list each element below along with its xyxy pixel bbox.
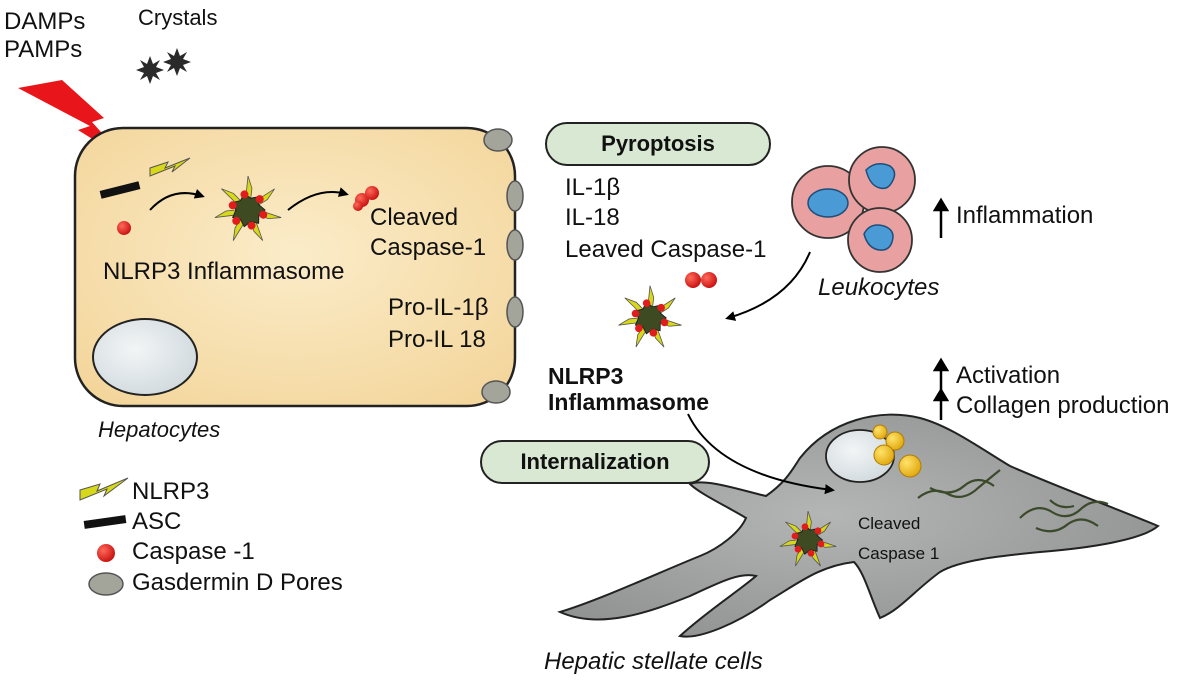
up-arrow-icon [932,387,950,420]
caspase-dot [657,303,665,312]
collagen-label: Collagen production [956,392,1170,419]
legend-asc-icon [83,515,127,529]
damps-label: DAMPs [4,8,86,35]
hepatocytes-label: Hepatocytes [98,417,221,442]
pro-il18-label: Pro-IL 18 [388,326,486,353]
up-arrow-icon [932,197,950,238]
lipid-droplets-icon [872,424,922,478]
caspase-dot [232,216,241,225]
caspase1-label: Caspase-1 [370,234,487,261]
nlrp3-released-line1: NLRP3 [548,363,624,389]
inflammation-label: Inflammation [956,202,1094,229]
internalization-badge: Internalization [480,440,710,484]
stellate-cleaved-label: Cleaved [858,514,921,533]
legend-gasdermin-label: Gasdermin D Pores [132,569,343,596]
caspase-dot [807,549,815,557]
caspase-dot [635,324,643,333]
legend-asc-label: ASC [132,508,182,535]
pamps-label: PAMPs [4,36,83,63]
released-inflammasome-icon [618,285,682,348]
caspase-dot [660,318,669,327]
inflammasome-icon [214,175,282,241]
caspase-dot [247,221,256,230]
released-caspase-icon [685,272,717,288]
legend-caspase-icon [97,544,115,562]
cleaved-label: Cleaved [370,204,459,231]
up-arrow-icon [932,357,950,390]
leaved-caspase-label: Leaved Caspase-1 [565,236,767,263]
nlrp3-released-line2: Inflammasome [548,389,710,415]
arrow-leukocytes-to-nlrp3 [725,251,811,321]
caspase-dot [259,210,268,219]
caspase-dot [817,540,825,548]
legend-nlrp3-label: NLRP3 [132,478,210,505]
nlrp3-inflammasome-label: NLRP3 Inflammasome [103,258,345,285]
legend-pore-icon [88,572,124,596]
pro-il1b-label: Pro-IL-1β [388,294,489,321]
caspase-dot [255,195,264,204]
caspase-dot [791,532,799,540]
activation-label: Activation [956,362,1061,389]
crystals-label: Crystals [138,5,218,30]
crystal-icon [136,48,191,84]
asc-icon [99,181,141,199]
caspase-dot [240,190,249,199]
arrow-to-inflammasome [149,189,205,211]
il18-label: IL-18 [565,204,620,231]
leukocytes-label: Leukocytes [818,274,940,301]
stellate-inflammasome-icon [779,510,837,567]
stellate-cell-label: Hepatic stellate cells [544,648,763,675]
arrow-to-cleaved [287,187,349,211]
caspase-dot [794,545,802,553]
leukocytes-icon [791,146,916,273]
caspase-dot [649,329,658,337]
caspase-icon [117,221,131,235]
caspase-dot [642,299,651,307]
il1b-label: IL-1β [565,174,621,201]
stellate-caspase-label: Caspase 1 [858,544,940,563]
caspase-dot [631,309,640,318]
cleaved-caspase-icon [353,186,379,211]
caspase-dot [228,201,237,210]
stellate-cell [557,413,1160,638]
legend-nlrp3-icon [79,477,129,501]
collagen-fibers-icon [917,469,1109,533]
caspase-dot [814,527,822,535]
caspase-dot [801,523,809,531]
nlrp3-icon [149,157,191,177]
arrow-internalization [687,413,835,495]
gasdermin-pores [481,128,524,404]
pyroptosis-badge: Pyroptosis [545,122,771,166]
hepatocyte-nucleus [92,318,198,396]
legend-caspase-label: Caspase -1 [132,538,255,565]
